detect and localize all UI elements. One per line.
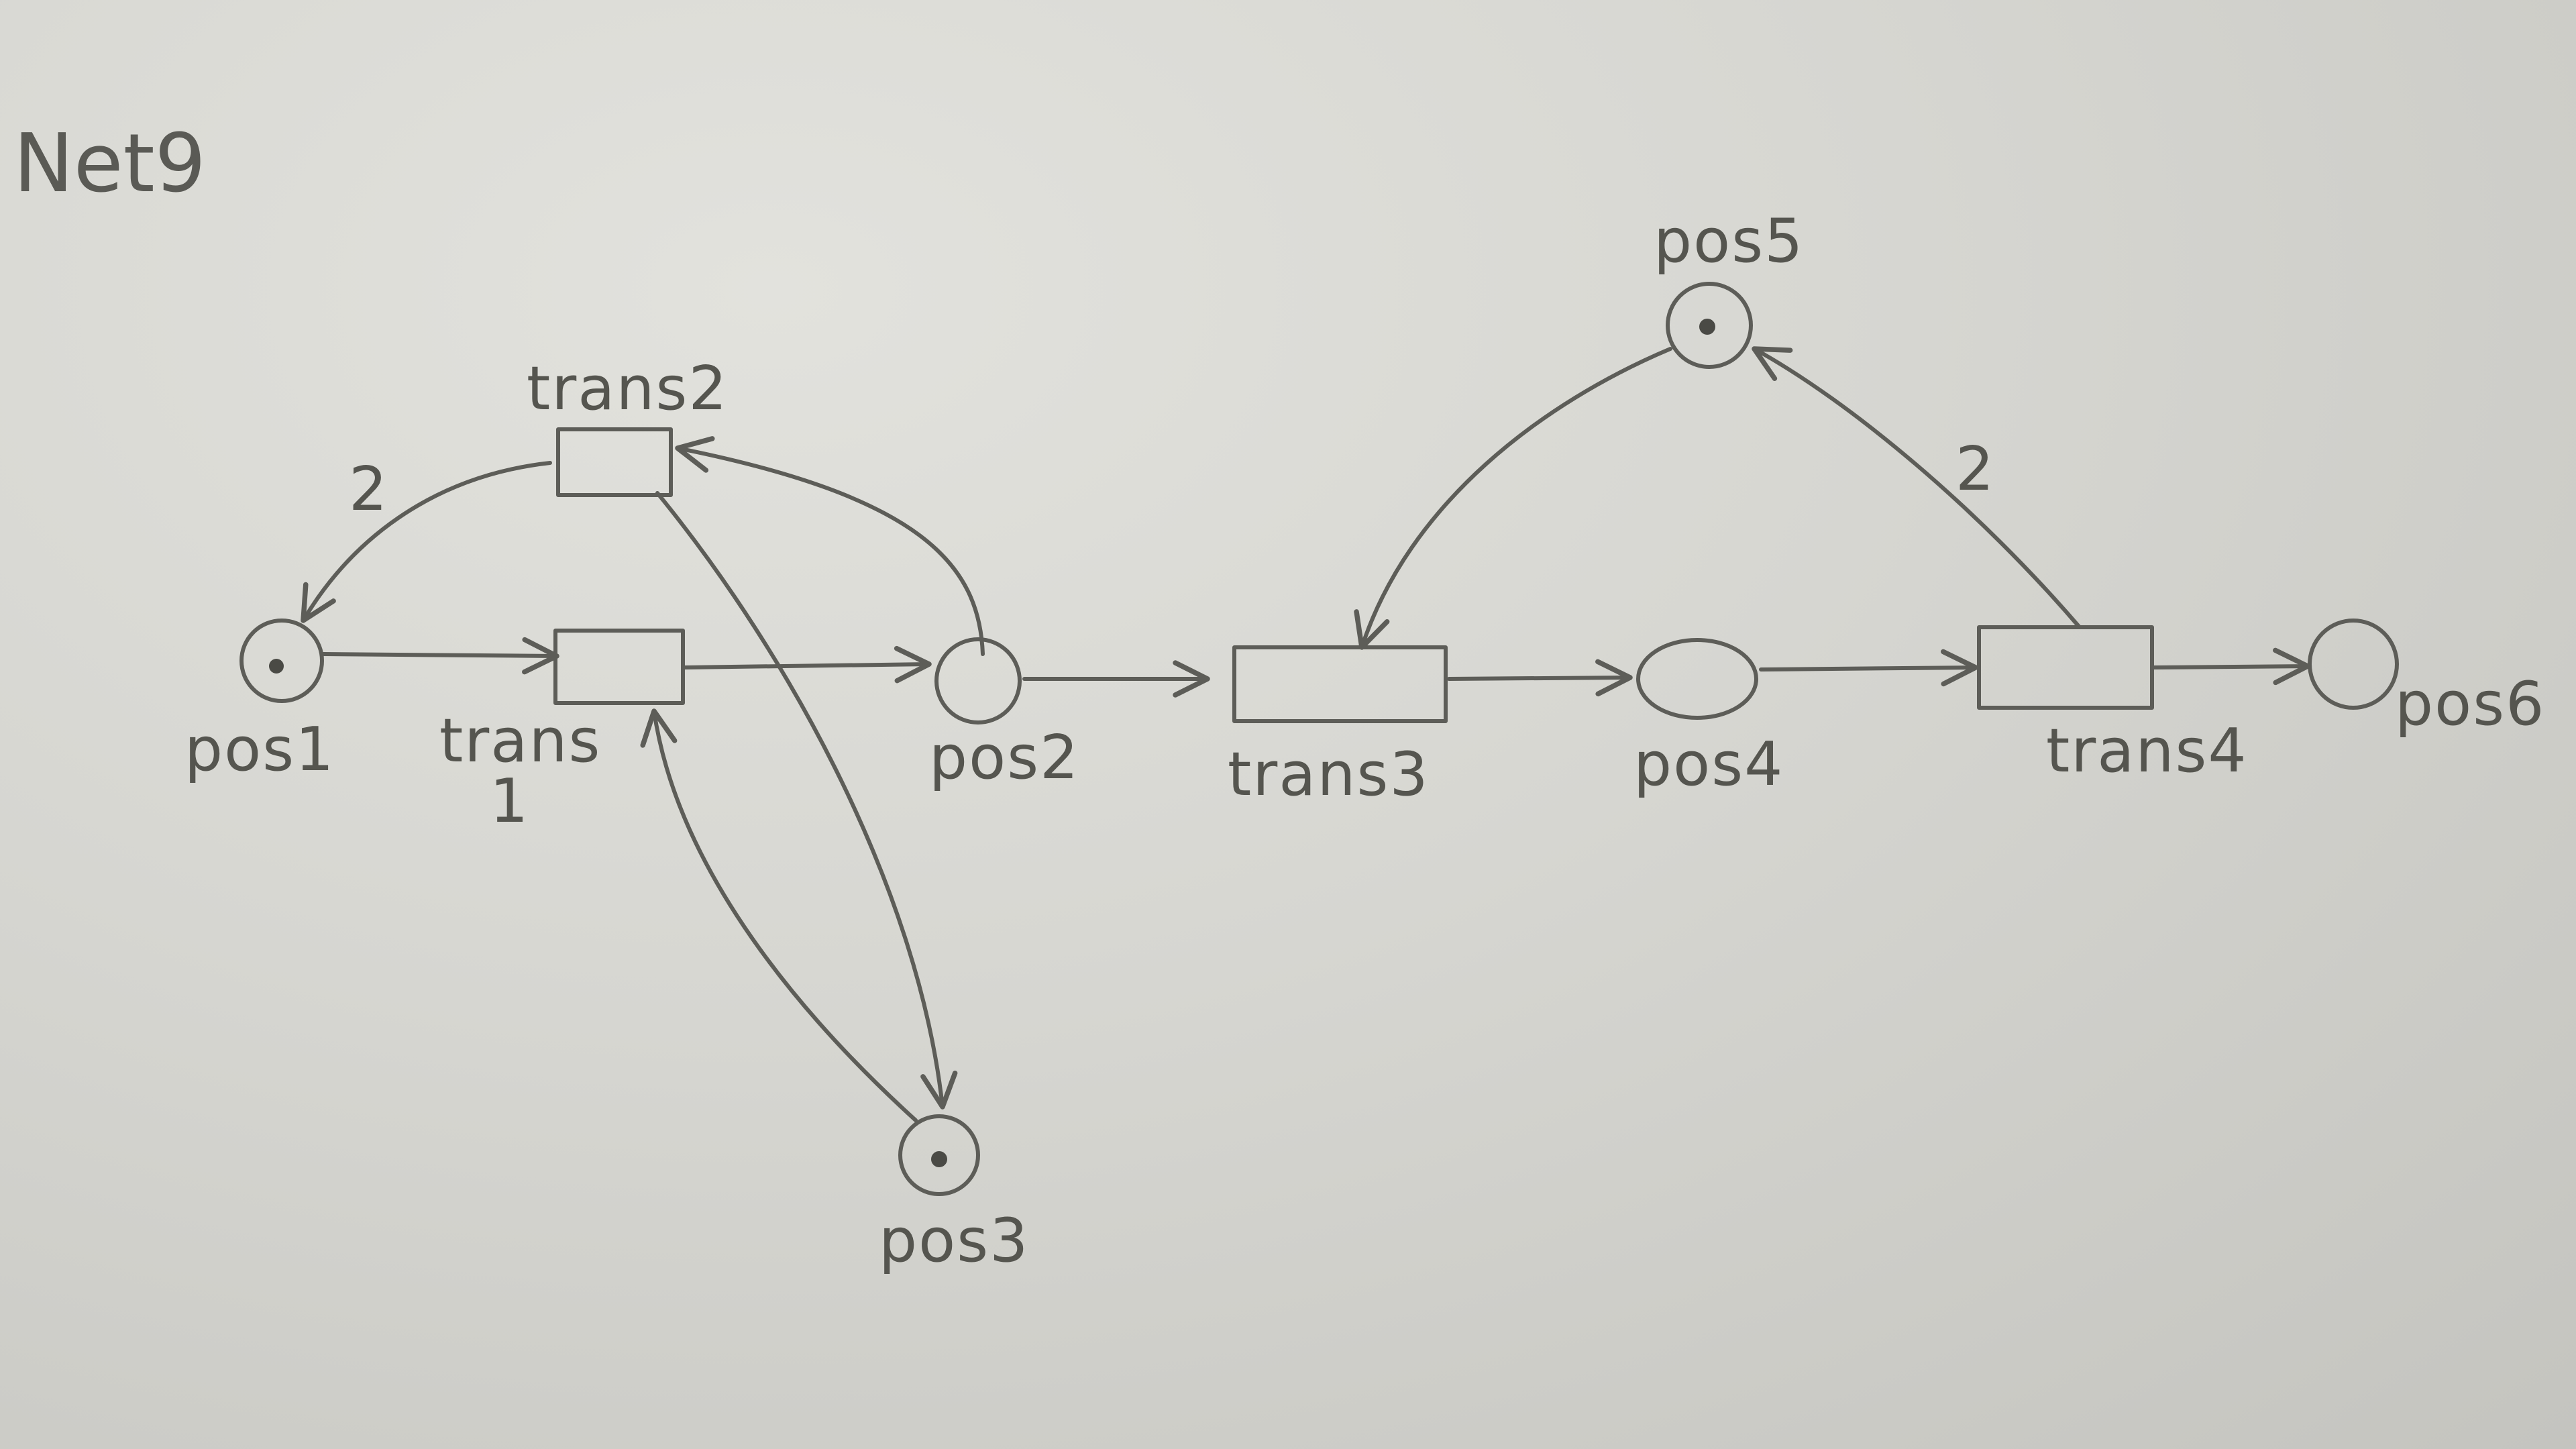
arc-pos1-trans1	[321, 637, 559, 675]
arc-trans2-pos3	[655, 491, 958, 1110]
net-title: Net9	[13, 117, 206, 211]
token-pos1	[269, 659, 284, 674]
token-pos5	[1699, 319, 1715, 335]
transition-label-trans1-line1: trans	[439, 706, 601, 776]
transition-trans4: trans4	[1977, 625, 2248, 786]
transition-label-trans2: trans2	[527, 354, 729, 424]
place-label-pos3: pos3	[879, 1205, 1029, 1276]
arc-trans1-pos2	[682, 645, 932, 684]
place-label-pos6: pos6	[2395, 669, 2545, 739]
transition-label-trans3: trans3	[1228, 739, 1430, 810]
transition-label-trans1-line2: 1	[490, 766, 529, 837]
arc-weight-trans4-pos5: 2	[1955, 434, 1994, 504]
arc-pos2-trans2	[675, 436, 985, 656]
place-pos5: pos5	[1654, 206, 1804, 369]
place-label-pos2: pos2	[929, 722, 1079, 793]
arc-trans4-pos6	[2151, 647, 2310, 686]
place-pos3: pos3	[879, 1114, 1029, 1276]
arc-pos3-trans1	[640, 708, 918, 1122]
transition-trans1: trans 1	[439, 629, 685, 837]
arc-trans2-pos1	[301, 461, 552, 623]
arc-pos4-trans4	[1759, 649, 1978, 687]
place-pos4: pos4	[1633, 638, 1784, 800]
place-label-pos5: pos5	[1654, 206, 1804, 276]
transition-label-trans4: trans4	[2046, 716, 2248, 786]
place-label-pos1: pos1	[184, 714, 335, 785]
arc-pos5-trans3	[1354, 347, 1672, 650]
place-label-pos4: pos4	[1633, 729, 1784, 800]
arc-weight-trans2-pos1: 2	[349, 454, 387, 525]
arc-trans4-pos5	[1752, 346, 2082, 629]
place-pos2: pos2	[929, 637, 1079, 793]
place-pos6: pos6	[2308, 619, 2545, 739]
transition-trans2: trans2	[527, 354, 729, 497]
token-pos3	[931, 1151, 947, 1167]
transition-trans3: trans3	[1228, 645, 1448, 810]
place-pos1: pos1	[184, 619, 335, 785]
arc-trans3-pos4	[1447, 659, 1633, 697]
